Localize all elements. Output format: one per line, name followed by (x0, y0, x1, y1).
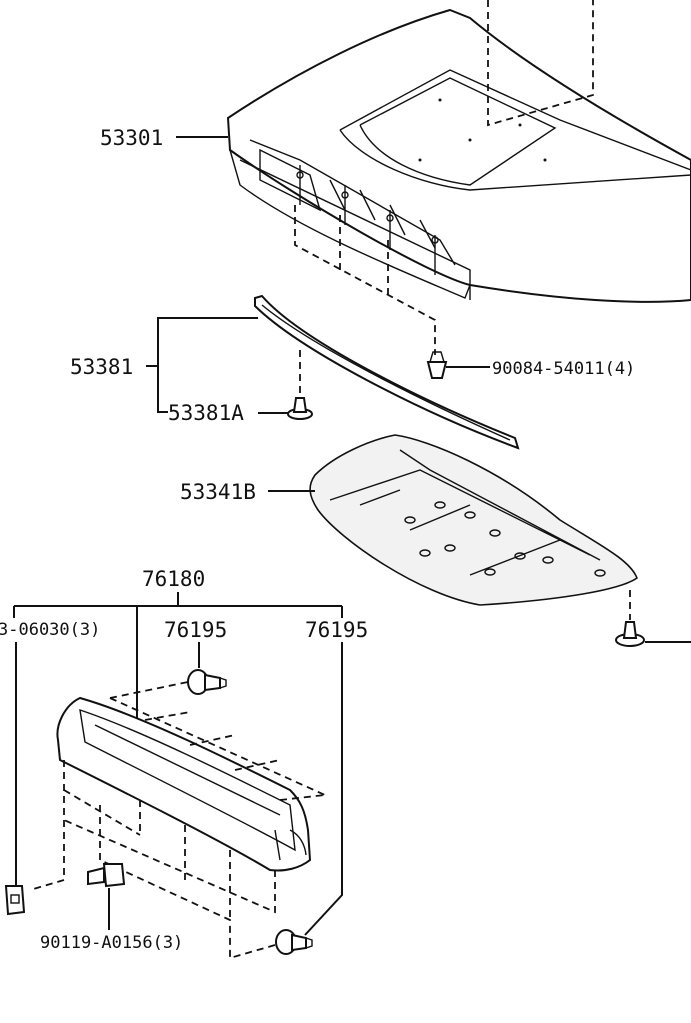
hood-panel (226, 8, 691, 303)
insulator-clip (615, 621, 645, 647)
label-clip-right: 76195 (305, 618, 368, 642)
label-nut: 3-06030(3) (0, 620, 100, 640)
guide-line-hood-clips (294, 205, 436, 355)
hood-clip (426, 351, 448, 379)
label-hood: 53301 (100, 126, 163, 150)
scoop-clip-lower (275, 929, 313, 955)
label-bolt: 90119-A0156(3) (40, 933, 183, 953)
leader-seal-bracket (157, 317, 258, 413)
guide-line-hood-clips-2 (339, 215, 389, 295)
clip-nut (4, 885, 26, 916)
scoop-clip-upper (187, 669, 227, 695)
label-seal: 53381 (70, 355, 133, 379)
hood-insulator (309, 434, 638, 606)
leader-scoop-bracket (13, 592, 343, 618)
label-hood-clip: 90084-54011(4) (492, 359, 635, 379)
guide-line-top (487, 0, 594, 127)
label-seal-clip: 53381A (168, 401, 244, 425)
label-insulator: 53341B (180, 480, 256, 504)
leader-clip-right (304, 642, 343, 936)
label-clip-left: 76195 (164, 618, 227, 642)
hood-scoop (56, 696, 312, 872)
label-scoop-group: 76180 (142, 567, 205, 591)
scoop-bolt (87, 863, 126, 888)
hood-seal-strip (254, 294, 520, 450)
seal-clip (287, 397, 313, 420)
scoop-guide-lines (29, 681, 326, 960)
